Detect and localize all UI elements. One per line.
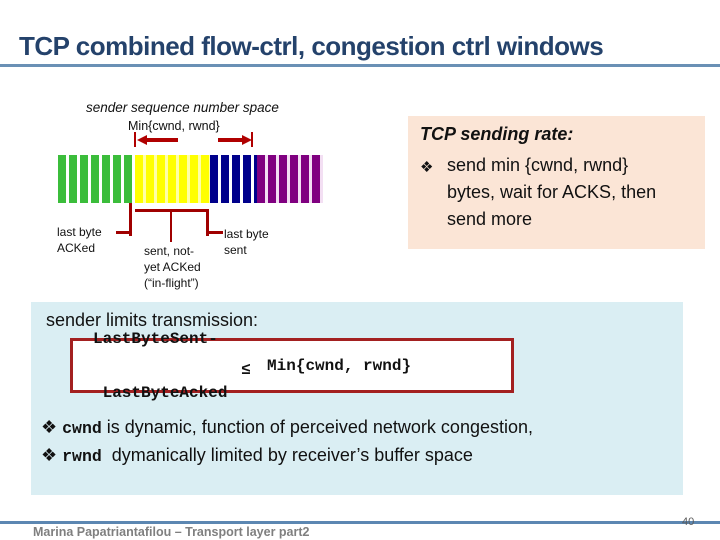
cwnd-bullet-text: is dynamic, function of perceived networ…: [101, 417, 533, 437]
sending-rate-bullet-line2: bytes, wait for ACKS, then: [447, 182, 657, 202]
in-flight-line1: sent, not-: [144, 244, 195, 258]
page-title: TCP combined flow-ctrl, congestion ctrl …: [19, 31, 604, 61]
formula-box: LastByteSent- LastByteAcked ≤ Min{cwnd, …: [70, 330, 514, 402]
last-byte-acked-line1: last byte: [57, 225, 102, 239]
in-flight-line3: (“in-flight”): [144, 276, 199, 290]
limits-title: sender limits transmission:: [46, 310, 259, 330]
diamond-bullet-icon: ❖: [420, 159, 434, 176]
bar-segment-sent-not-yet-acked: [135, 155, 210, 203]
arrow-right-endbar: [251, 132, 253, 147]
bar-segment-acked: [58, 155, 135, 203]
arrow-left-endbar: [134, 132, 136, 147]
formula-lhs: LastByteSent- LastByteAcked: [73, 294, 227, 438]
rwnd-bullet-text: dymanically limited by receiver’s buffer…: [101, 445, 473, 465]
sequence-bar: [58, 155, 323, 203]
callout-inflight-bracket: [135, 209, 209, 212]
last-byte-sent-line2: sent: [224, 243, 247, 257]
sending-rate-bullet-line1: send min {cwnd, rwnd}: [447, 155, 629, 175]
bar-segment-not-usable: [257, 155, 323, 203]
sequence-space-label: sender sequence number space: [86, 100, 279, 115]
arrow-left-shaft: [146, 138, 178, 142]
sending-rate-box: TCP sending rate: ❖ send min {cwnd, rwnd…: [408, 116, 705, 249]
rwnd-bullet: ❖ rwnd dymanically limited by receiver’s…: [41, 445, 473, 466]
callout-sent-tick: [209, 231, 223, 234]
last-byte-acked-label: last byte ACKed: [57, 224, 102, 256]
diamond-bullet-icon: ❖: [41, 445, 58, 465]
formula-lhs-line2: LastByteAcked: [93, 383, 228, 402]
last-byte-acked-line2: ACKed: [57, 241, 96, 255]
sending-rate-title: TCP sending rate:: [420, 124, 574, 144]
limits-box: sender limits transmission: LastByteSent…: [31, 302, 683, 495]
diamond-bullet-icon: ❖: [41, 417, 58, 437]
in-flight-line2: yet ACKed: [144, 260, 201, 274]
callout-inflight-vline: [170, 212, 172, 242]
bar-segment-usable-not-yet-sent: [210, 155, 257, 203]
title-underline: [0, 64, 720, 67]
last-byte-sent-line1: last byte: [224, 227, 269, 241]
arrow-left-head-icon: [137, 135, 147, 145]
sending-rate-bullet-line3: send more: [447, 209, 533, 229]
callout-acked-vline: [129, 203, 132, 236]
arrow-right-head-icon: [242, 135, 252, 145]
footer-credit: Marina Papatriantafilou – Transport laye…: [33, 525, 310, 539]
callout-sent-vline: [206, 212, 209, 236]
sending-rate-bullet: ❖ send min {cwnd, rwnd} bytes, wait for …: [420, 152, 695, 233]
footer-rule: [0, 521, 720, 524]
cwnd-bullet: ❖ cwnd is dynamic, function of perceived…: [41, 417, 533, 438]
formula-rhs: Min{cwnd, rwnd}: [267, 356, 412, 375]
formula-operator: ≤: [241, 360, 252, 379]
last-byte-sent-label: last byte sent: [224, 226, 269, 258]
window-size-label: Min{cwnd, rwnd}: [128, 119, 220, 133]
formula-lhs-line1: LastByteSent-: [93, 329, 218, 348]
page-number: 40: [682, 516, 695, 528]
rwnd-term: rwnd: [62, 447, 102, 466]
arrow-right-shaft: [218, 138, 243, 142]
in-flight-label: sent, not- yet ACKed (“in-flight”): [144, 243, 201, 291]
cwnd-term: cwnd: [62, 419, 102, 438]
callout-acked-tick: [116, 231, 130, 234]
